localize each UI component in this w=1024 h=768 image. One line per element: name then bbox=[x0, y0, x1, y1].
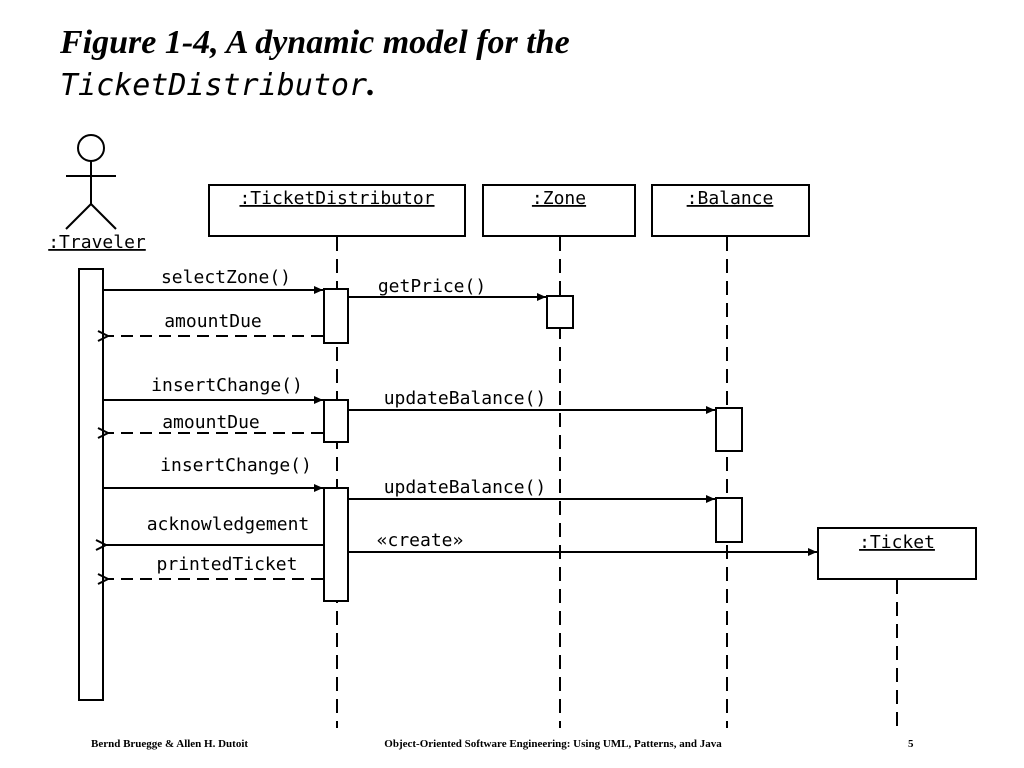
footer-authors: Bernd Bruegge & Allen H. Dutoit bbox=[91, 738, 249, 750]
insert-change-1-label: insertChange() bbox=[151, 375, 303, 396]
update-balance-2-label: updateBalance() bbox=[384, 477, 547, 498]
distributor-activation-2 bbox=[323, 399, 349, 443]
select-zone-label: selectZone() bbox=[161, 267, 291, 288]
zone-box bbox=[482, 184, 636, 237]
footer-book-title: Object-Oriented Software Engineering: Us… bbox=[384, 738, 722, 750]
balance-box bbox=[651, 184, 810, 237]
zone-label: :Zone bbox=[532, 188, 586, 209]
acknowledgement-label: acknowledgement bbox=[147, 514, 310, 535]
create-label: «create» bbox=[377, 530, 464, 551]
distributor-activation-3 bbox=[323, 487, 349, 602]
traveler-actor-icon bbox=[65, 134, 117, 230]
distributor-activation-1 bbox=[323, 288, 349, 344]
balance-activation-1 bbox=[715, 407, 743, 452]
traveler-activation bbox=[78, 268, 104, 701]
balance-label: :Balance bbox=[687, 188, 774, 209]
title-class-name: TicketDistributor bbox=[60, 68, 368, 103]
update-balance-1-label: updateBalance() bbox=[384, 388, 547, 409]
ticket-box bbox=[817, 527, 977, 580]
title-period: . bbox=[367, 66, 376, 103]
printed-ticket-label: printedTicket bbox=[157, 554, 298, 575]
zone-activation bbox=[546, 295, 574, 329]
ticket-label: :Ticket bbox=[859, 532, 935, 553]
ticket-distributor-box bbox=[208, 184, 466, 237]
get-price-label: getPrice() bbox=[378, 276, 486, 297]
balance-activation-2 bbox=[715, 497, 743, 543]
amount-due-2-label: amountDue bbox=[162, 412, 260, 433]
traveler-label: :Traveler bbox=[48, 232, 146, 253]
title-line-1: Figure 1-4, A dynamic model for the bbox=[60, 24, 570, 61]
amount-due-1-label: amountDue bbox=[164, 311, 262, 332]
insert-change-2-label: insertChange() bbox=[160, 455, 312, 476]
ticket-distributor-label: :TicketDistributor bbox=[239, 188, 434, 209]
footer-page-number: 5 bbox=[908, 738, 914, 750]
